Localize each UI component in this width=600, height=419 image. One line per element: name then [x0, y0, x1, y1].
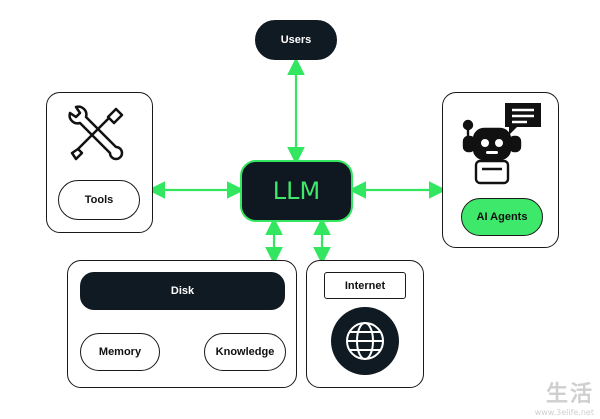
- ai-agents-pill: AI Agents: [461, 198, 543, 236]
- watermark-main: 生活: [545, 382, 594, 407]
- tools-pill: Tools: [58, 180, 140, 220]
- memory-label: Memory: [98, 346, 142, 358]
- users-node: Users: [255, 20, 337, 60]
- internet-label: Internet: [344, 279, 386, 292]
- knowledge-pill: Knowledge: [204, 333, 286, 371]
- watermark: 生活 www.3elife.net: [535, 376, 594, 417]
- tools-label: Tools: [84, 194, 114, 206]
- llm-node: LLM: [240, 160, 353, 222]
- tools-icon: [68, 105, 124, 161]
- disk-pill: Disk: [80, 272, 285, 310]
- globe-icon: [331, 307, 399, 375]
- memory-pill: Memory: [80, 333, 160, 371]
- users-label: Users: [280, 34, 312, 46]
- chat-bubble-icon: [505, 103, 541, 135]
- llm-label: LLM: [272, 177, 321, 205]
- knowledge-label: Knowledge: [215, 346, 275, 358]
- watermark-sub: www.3elife.net: [534, 408, 594, 417]
- disk-label: Disk: [170, 285, 195, 297]
- ai-agents-label: AI Agents: [476, 211, 528, 223]
- robot-icon: [462, 119, 522, 185]
- internet-pill: Internet: [324, 272, 406, 299]
